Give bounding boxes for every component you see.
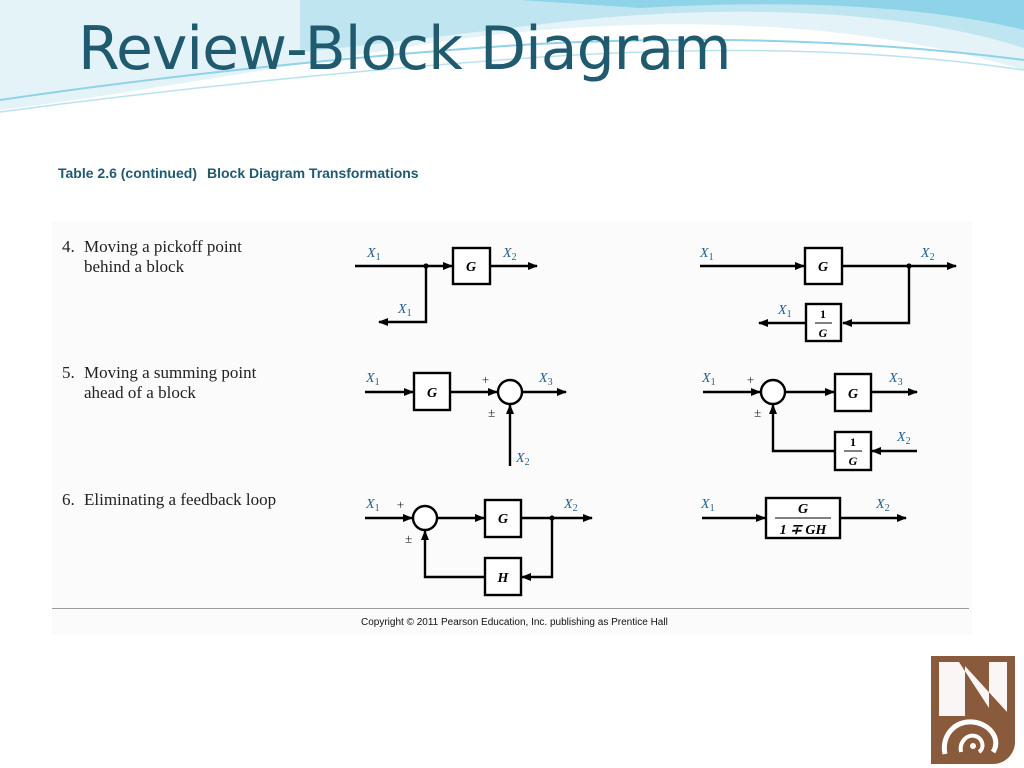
block-g-label: G bbox=[498, 512, 508, 527]
diagram-6-original bbox=[365, 498, 593, 597]
row-label-4: 4. Moving a pickoff point behind a block bbox=[62, 237, 242, 277]
row-number: 5. bbox=[62, 363, 75, 382]
row-label-line-1: Moving a summing point bbox=[84, 363, 257, 382]
signal-x1-label: X1 bbox=[366, 246, 381, 263]
header-wave-decoration bbox=[0, 0, 1024, 113]
signal-x1-label: X1 bbox=[699, 246, 714, 263]
signal-x2-label: X2 bbox=[515, 451, 530, 468]
diagram-5-equivalent bbox=[703, 372, 918, 472]
slide-title: Review-Block Diagram bbox=[78, 14, 732, 84]
plus-sign: + bbox=[396, 497, 405, 512]
row-label-line-1: Eliminating a feedback loop bbox=[84, 490, 277, 509]
signal-x1-label: X1 bbox=[701, 371, 716, 388]
diagram-4-original bbox=[355, 246, 538, 326]
signal-x3-label: X3 bbox=[538, 371, 553, 388]
row-label-line-2: ahead of a block bbox=[84, 383, 196, 402]
fraction-numerator: 1 bbox=[820, 307, 826, 321]
fraction-denominator: 1 ∓ GH bbox=[780, 523, 828, 538]
table-caption: Table 2.6 (continued) Block Diagram Trans… bbox=[58, 165, 419, 181]
signal-x2-label: X2 bbox=[502, 246, 517, 263]
signal-x1-label: X1 bbox=[365, 497, 380, 514]
block-g-label: G bbox=[427, 386, 437, 401]
table-name: Block Diagram Transformations bbox=[206, 165, 419, 181]
block-g-label: G bbox=[848, 387, 858, 402]
signal-x2-label: X2 bbox=[920, 246, 935, 263]
signal-x1-label: X1 bbox=[365, 371, 380, 388]
fraction-denominator: G bbox=[819, 326, 828, 340]
fraction-denominator: G bbox=[849, 454, 858, 468]
signal-x2-label: X2 bbox=[896, 430, 911, 447]
row-label-line-2: behind a block bbox=[84, 257, 185, 276]
block-g-label: G bbox=[818, 260, 828, 275]
row-number: 6. bbox=[62, 490, 75, 509]
row-label-6: 6. Eliminating a feedback loop bbox=[62, 490, 276, 510]
signal-x1-label: X1 bbox=[397, 302, 412, 319]
fraction-numerator: G bbox=[798, 502, 808, 517]
copyright-notice: Copyright © 2011 Pearson Education, Inc.… bbox=[361, 617, 668, 628]
plus-minus-sign: ± bbox=[488, 405, 495, 420]
signal-x1-label: X1 bbox=[777, 303, 792, 320]
table-number: Table 2.6 (continued) bbox=[58, 165, 197, 181]
diagram-5-original bbox=[365, 371, 567, 466]
fraction-numerator: 1 bbox=[850, 435, 856, 449]
plus-minus-sign: ± bbox=[754, 405, 761, 420]
plus-sign: + bbox=[481, 372, 490, 387]
signal-x2-label: X2 bbox=[563, 497, 578, 514]
university-logo-icon bbox=[931, 656, 1015, 764]
block-h-label: H bbox=[497, 571, 510, 586]
signal-x2-label: X2 bbox=[875, 497, 890, 514]
signal-x1-label: X1 bbox=[700, 497, 715, 514]
block-g-label: G bbox=[466, 260, 476, 275]
figure-divider bbox=[52, 608, 969, 609]
plus-sign: + bbox=[746, 372, 755, 387]
row-label-5: 5. Moving a summing point ahead of a bloc… bbox=[62, 363, 256, 403]
diagram-4-equivalent bbox=[700, 246, 957, 343]
plus-minus-sign: ± bbox=[405, 531, 412, 546]
row-number: 4. bbox=[62, 237, 75, 256]
signal-x3-label: X3 bbox=[888, 371, 903, 388]
row-label-line-1: Moving a pickoff point bbox=[84, 237, 242, 256]
